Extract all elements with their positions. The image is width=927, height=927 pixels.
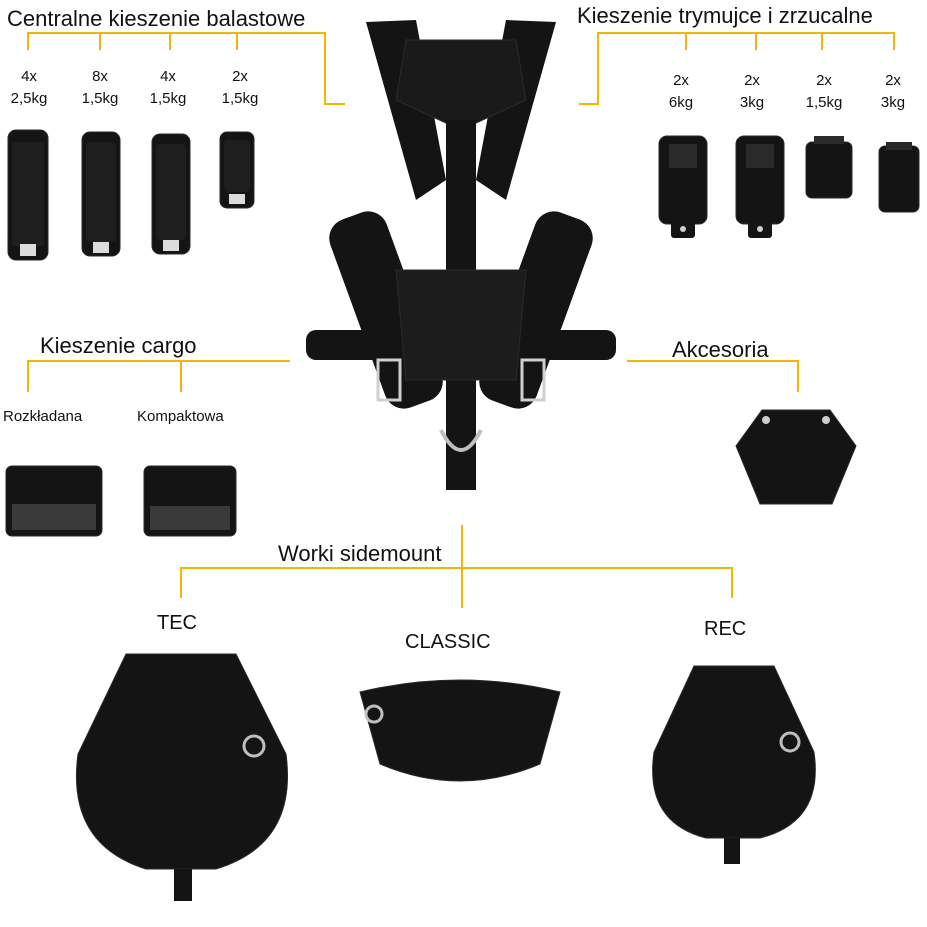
trim-weight: 6kg xyxy=(668,94,694,111)
sidemount-label-classic: CLASSIC xyxy=(405,631,491,653)
accessory-plate-image xyxy=(735,409,857,505)
ballast-qty: 4x xyxy=(21,68,37,85)
sidemount-label-tec: TEC xyxy=(157,612,197,634)
cargo-title: Kieszenie cargo xyxy=(40,333,197,358)
ballast-pocket-image xyxy=(7,129,49,261)
ballast-item-label: 8x 1,5kg xyxy=(70,66,130,110)
trim-item-label: 2x 3kg xyxy=(722,70,782,114)
trim-title: Kieszenie trymujce i zrzucalne xyxy=(577,3,873,28)
ballast-item-label: 4x 2,5kg xyxy=(0,66,59,110)
trim-weight: 3kg xyxy=(739,94,765,111)
trim-weight: 3kg xyxy=(880,94,906,111)
ballast-pocket-image xyxy=(151,133,191,255)
trim-connector xyxy=(579,32,895,105)
cargo-pocket-kompaktowa-image xyxy=(143,465,237,537)
trim-pocket-image xyxy=(878,142,920,213)
ballast-pocket-image xyxy=(81,131,121,257)
sidemount-label-rec: REC xyxy=(704,618,747,640)
cargo-pocket-rozkladana-image xyxy=(5,465,103,537)
trim-pocket-image xyxy=(658,135,708,238)
ballast-item-label: 2x 1,5kg xyxy=(210,66,270,110)
ballast-title: Centralne kieszenie balastowe xyxy=(7,6,306,31)
ballast-weight: 1,5kg xyxy=(81,90,119,107)
cargo-label-kompaktowa: Kompaktowa xyxy=(137,408,224,425)
trim-qty: 2x xyxy=(885,72,901,89)
trim-pocket-image xyxy=(805,136,853,199)
trim-item-label: 2x 1,5kg xyxy=(794,70,854,114)
ballast-weight: 1,5kg xyxy=(221,90,259,107)
sidemount-title: Worki sidemount xyxy=(278,541,442,566)
ballast-connector xyxy=(27,32,345,105)
ballast-qty: 4x xyxy=(160,68,176,85)
cargo-connector xyxy=(27,360,290,392)
trim-weight: 1,5kg xyxy=(805,94,843,111)
bladder-classic-image xyxy=(359,679,561,782)
sidemount-connector xyxy=(180,525,733,608)
bladder-tec-image xyxy=(75,653,288,901)
harness-image xyxy=(306,20,616,490)
ballast-item-label: 4x 1,5kg xyxy=(138,66,198,110)
ballast-pocket-image xyxy=(219,131,255,209)
bladder-rec-image xyxy=(652,665,816,864)
accessories-connector xyxy=(627,360,799,392)
trim-item-label: 2x 3kg xyxy=(863,70,923,114)
trim-qty: 2x xyxy=(816,72,832,89)
ballast-qty: 8x xyxy=(92,68,108,85)
accessories-title: Akcesoria xyxy=(672,337,769,362)
trim-item-label: 2x 6kg xyxy=(651,70,711,114)
ballast-qty: 2x xyxy=(232,68,248,85)
ballast-weight: 1,5kg xyxy=(149,90,187,107)
cargo-label-rozkladana: Rozkładana xyxy=(3,408,83,425)
ballast-weight: 2,5kg xyxy=(10,90,48,107)
trim-qty: 2x xyxy=(673,72,689,89)
trim-qty: 2x xyxy=(744,72,760,89)
trim-pocket-image xyxy=(735,135,785,238)
